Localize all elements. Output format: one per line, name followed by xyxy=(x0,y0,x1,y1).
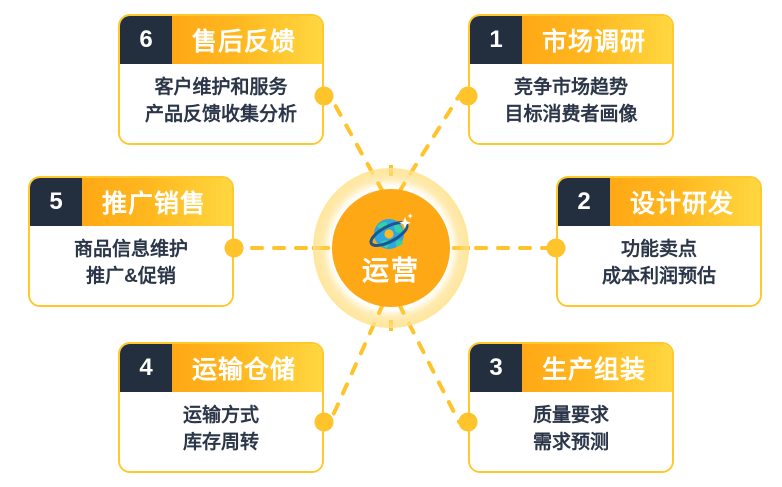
stage-card-3-line-2: 需求预测 xyxy=(532,431,609,453)
stage-card-6-title: 售后反馈 xyxy=(172,16,322,64)
stage-card-5-line-2: 推广&促销 xyxy=(86,265,176,287)
stage-card-1[interactable]: 1 市场调研 竞争市场趋势 目标消费者画像 xyxy=(468,14,674,145)
stage-card-3-header: 3 生产组装 xyxy=(470,344,672,392)
center-hub[interactable]: 运营 xyxy=(311,168,471,328)
stage-card-6-line-2: 产品反馈收集分析 xyxy=(144,103,297,125)
stage-card-4-number: 4 xyxy=(120,344,172,392)
stage-card-1-line-1: 竞争市场趋势 xyxy=(513,76,628,98)
stage-card-4-title: 运输仓储 xyxy=(172,344,322,392)
stage-card-2-line-2: 成本利润预估 xyxy=(601,265,716,287)
hub-label: 运营 xyxy=(362,255,420,286)
stage-card-4-body: 运输方式 库存周转 xyxy=(120,392,322,471)
stage-card-4-header: 4 运输仓储 xyxy=(120,344,322,392)
stage-card-5-body: 商品信息维护 推广&促销 xyxy=(30,226,232,305)
stage-card-5-line-1: 商品信息维护 xyxy=(73,238,188,260)
connector-dot-card-4 xyxy=(314,412,334,432)
stage-card-2-body: 功能卖点 成本利润预估 xyxy=(558,226,760,305)
stage-card-5-header: 5 推广销售 xyxy=(30,178,232,226)
stage-card-4-line-2: 库存周转 xyxy=(182,431,259,453)
stage-card-1-title: 市场调研 xyxy=(522,16,672,64)
stage-card-3[interactable]: 3 生产组装 质量要求 需求预测 xyxy=(468,342,674,473)
connector-dot-card-5 xyxy=(224,238,244,258)
connector-dot-card-3 xyxy=(458,412,478,432)
stage-card-4[interactable]: 4 运输仓储 运输方式 库存周转 xyxy=(118,342,324,473)
stage-card-3-number: 3 xyxy=(470,344,522,392)
stage-card-1-body: 竞争市场趋势 目标消费者画像 xyxy=(470,64,672,143)
stage-card-3-title: 生产组装 xyxy=(522,344,672,392)
stage-card-1-header: 1 市场调研 xyxy=(470,16,672,64)
connector-dot-card-6 xyxy=(314,86,334,106)
stage-card-1-number: 1 xyxy=(470,16,522,64)
globe-orbit-icon xyxy=(369,212,413,249)
stage-card-5-number: 5 xyxy=(30,178,82,226)
stage-card-2-line-1: 功能卖点 xyxy=(620,238,697,260)
stage-card-6-body: 客户维护和服务 产品反馈收集分析 xyxy=(120,64,322,143)
stage-card-2-header: 2 设计研发 xyxy=(558,178,760,226)
stage-card-5-title: 推广销售 xyxy=(82,178,232,226)
connector-dot-card-1 xyxy=(458,86,478,106)
stage-card-6[interactable]: 6 售后反馈 客户维护和服务 产品反馈收集分析 xyxy=(118,14,324,145)
hub-circle: 运营 xyxy=(332,189,450,307)
stage-card-3-line-1: 质量要求 xyxy=(532,404,609,426)
stage-card-3-body: 质量要求 需求预测 xyxy=(470,392,672,471)
stage-card-2[interactable]: 2 设计研发 功能卖点 成本利润预估 xyxy=(556,176,762,307)
stage-card-2-title: 设计研发 xyxy=(610,178,760,226)
stage-card-6-header: 6 售后反馈 xyxy=(120,16,322,64)
stage-card-6-number: 6 xyxy=(120,16,172,64)
connector-dot-card-2 xyxy=(546,238,566,258)
stage-card-5[interactable]: 5 推广销售 商品信息维护 推广&促销 xyxy=(28,176,234,307)
stage-card-4-line-1: 运输方式 xyxy=(182,404,259,426)
stage-card-1-line-2: 目标消费者画像 xyxy=(504,103,638,125)
stage-card-6-line-1: 客户维护和服务 xyxy=(154,76,288,98)
stage-card-2-number: 2 xyxy=(558,178,610,226)
